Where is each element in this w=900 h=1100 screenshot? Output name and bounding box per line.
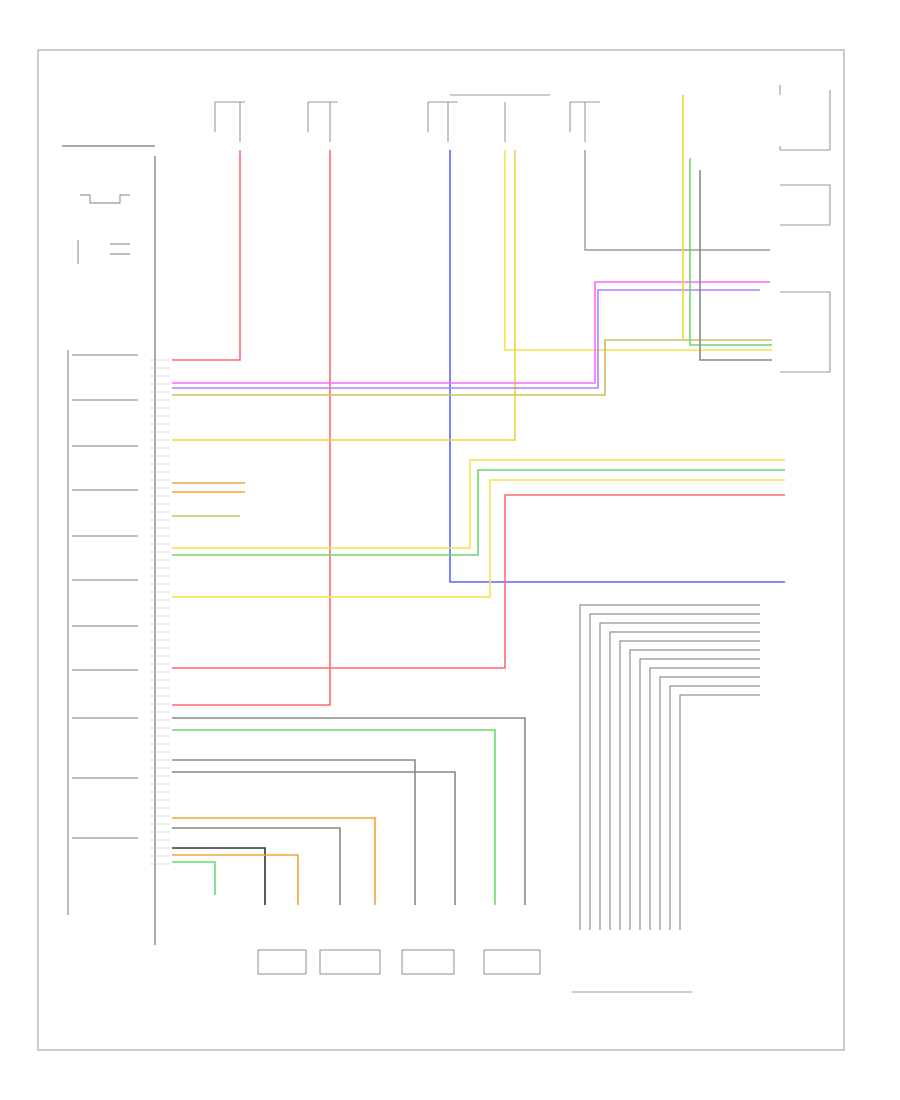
abs-control-module — [62, 145, 170, 945]
sensor-wire — [579, 604, 760, 930]
wire-gray-low-2 — [172, 759, 416, 905]
wire-gray-right — [699, 170, 772, 361]
wire-gray-low-3 — [172, 771, 456, 905]
sensor-wire — [669, 685, 760, 930]
wire-green-low — [172, 729, 496, 905]
wire-black-low — [172, 847, 266, 905]
sensor-wire — [639, 658, 760, 930]
wire-harness — [172, 95, 785, 905]
sensor-wire — [589, 613, 760, 930]
wheel-speed-sensors — [257, 949, 692, 993]
sensor-wire — [599, 622, 760, 930]
wire-violet — [172, 289, 760, 389]
wire-blue — [449, 150, 785, 583]
diagram-frame — [37, 49, 845, 1051]
wire-orange-low-2 — [172, 854, 299, 905]
wire-red-2 — [172, 150, 331, 706]
connector-pin-ticks — [150, 359, 170, 865]
wire-yellow-1 — [504, 150, 772, 351]
wire-olive — [172, 339, 772, 396]
sensor-wire — [619, 640, 760, 930]
wire-green-short — [172, 861, 216, 895]
steering-sensor-bundle — [579, 604, 760, 930]
wire-pink — [172, 281, 770, 384]
sensor-wire — [659, 676, 760, 930]
sensor-wire — [629, 649, 760, 930]
wire-green-right — [689, 158, 772, 346]
wire-yellow-3 — [172, 459, 785, 549]
sensor-wire — [609, 631, 760, 930]
wire-gray-low-1 — [172, 717, 526, 905]
wire-green-h — [172, 469, 785, 556]
sensor-wire — [679, 694, 760, 930]
wire-gray-1 — [584, 150, 770, 251]
sensor-wire — [649, 667, 760, 930]
wire-gray-low-4 — [172, 827, 341, 905]
wire-red-1 — [172, 150, 241, 361]
wire-yellow-2 — [172, 150, 516, 441]
wire-orange-low — [172, 817, 376, 905]
wire-red-h — [172, 494, 785, 669]
wire-yellow-h — [172, 479, 785, 598]
fuse-block — [214, 85, 831, 373]
